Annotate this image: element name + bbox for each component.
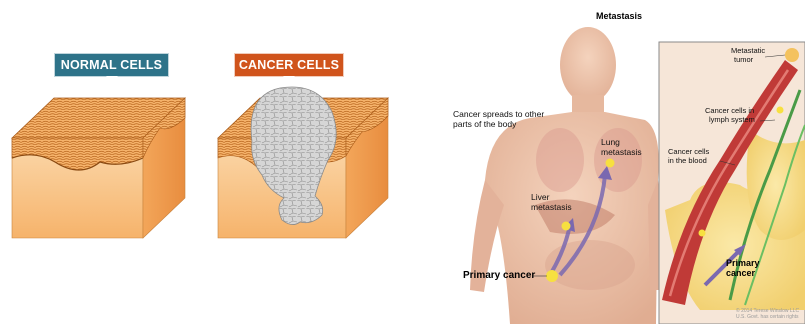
primary-cancer-inset-line-1: Primary <box>726 258 760 268</box>
metastasis-title: Metastasis <box>596 11 642 21</box>
metastasis-diagram: Metastasis Cancer spreads to other parts… <box>400 0 805 324</box>
cancer-cells-label: CANCER CELLS <box>234 53 344 77</box>
blood-lymph-inset <box>659 42 805 324</box>
copyright-line-2: U.S. Govt. has certain rights <box>736 314 799 320</box>
normal-tissue-block <box>12 98 185 238</box>
cancer-tissue-block <box>218 87 388 238</box>
tissue-diagrams: NORMAL CELLS CANCER CELLS <box>0 0 400 324</box>
metastatic-tumor-label-line-2: tumor <box>734 56 753 65</box>
spread-label-line-2: parts of the body <box>453 120 516 130</box>
primary-cancer-label: Primary cancer <box>463 270 535 282</box>
blood-label-line-2: in the blood <box>668 157 707 166</box>
lung-label-line-2: metastasis <box>601 148 642 158</box>
liver-label-line-2: metastasis <box>531 203 572 213</box>
primary-cancer-inset-line-2: cancer <box>726 268 755 278</box>
tissue-blocks-illustration <box>0 0 400 324</box>
lymph-label-line-2: lymph system <box>709 116 755 125</box>
normal-cells-label: NORMAL CELLS <box>54 53 169 77</box>
